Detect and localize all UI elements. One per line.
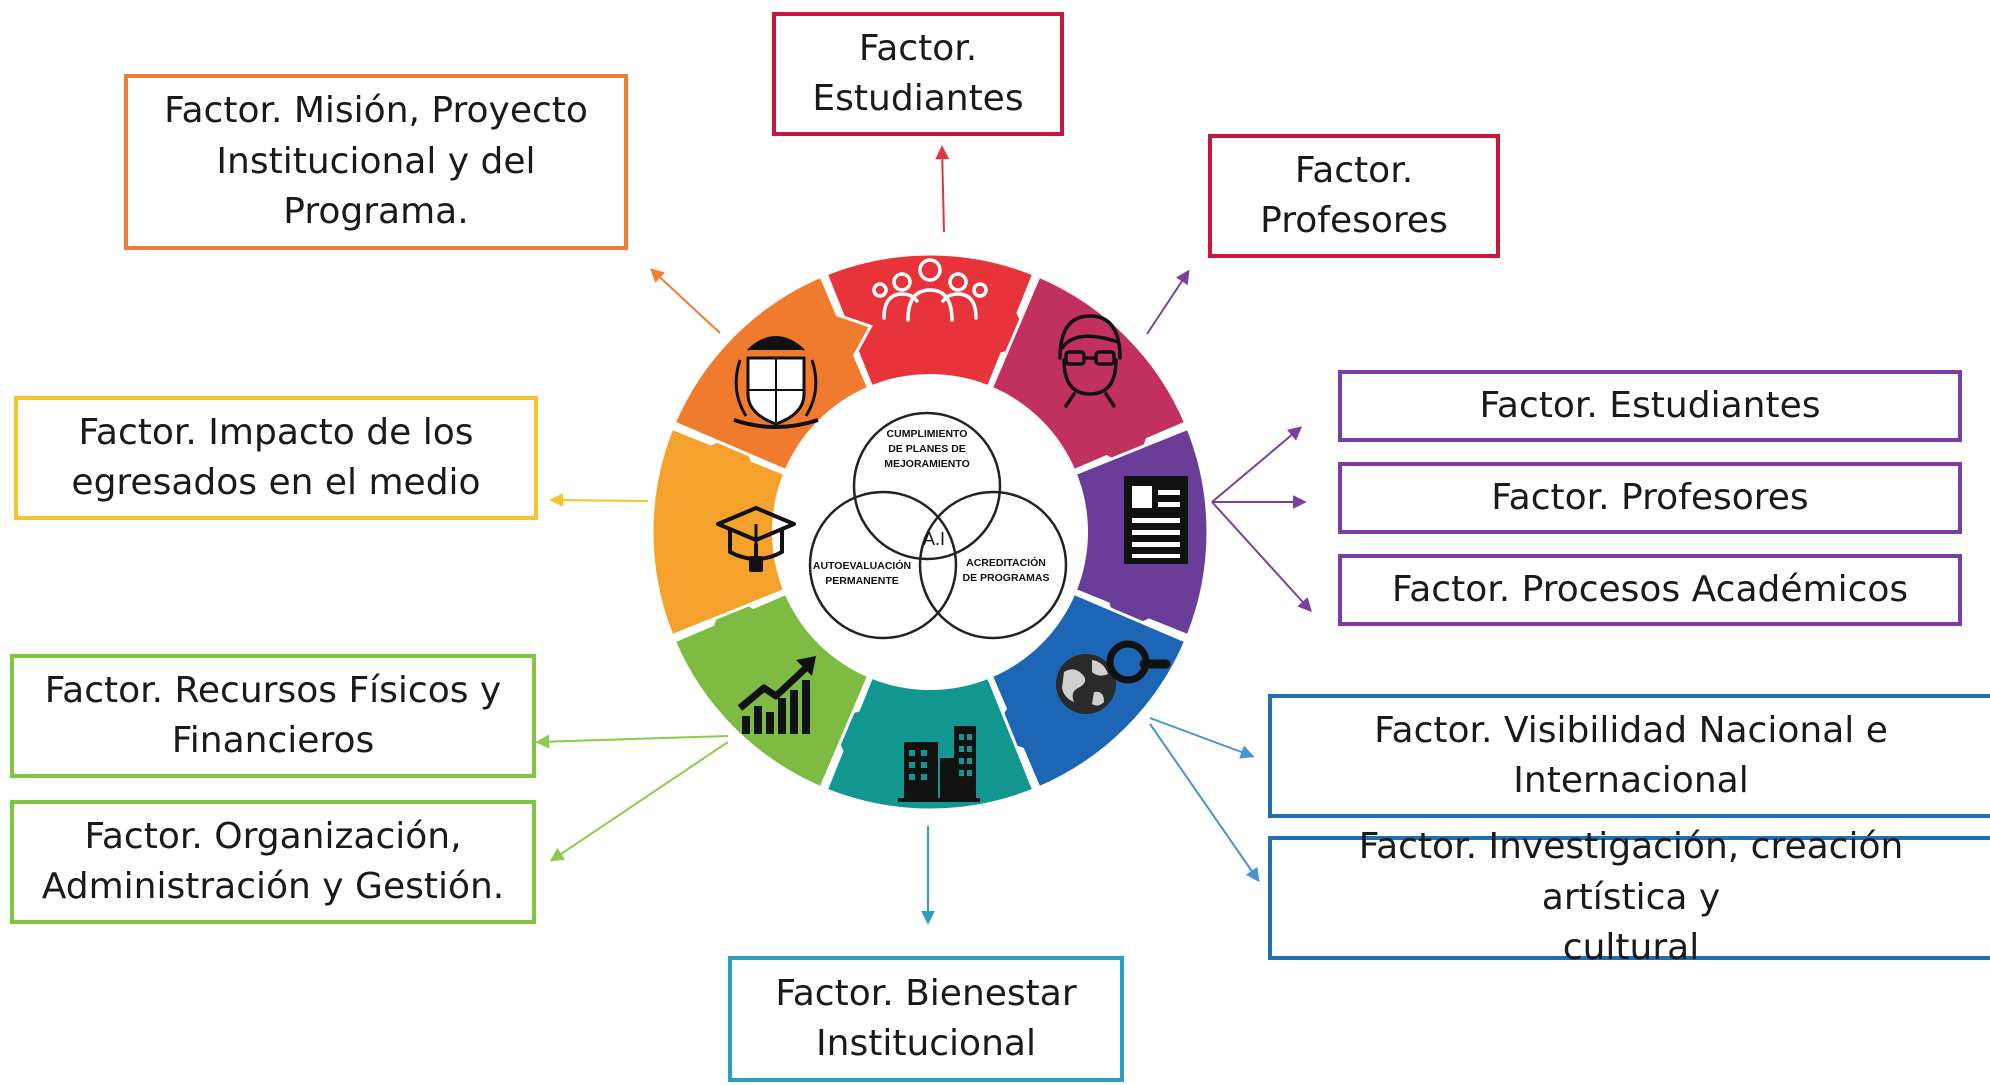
- document-icon: [1124, 476, 1188, 564]
- arrow-procesos: [1211, 501, 1312, 613]
- venn-auto-line2: PERMANENTE: [825, 575, 899, 587]
- arrow-recursos: [535, 734, 729, 749]
- globe-search-icon: [1056, 640, 1171, 714]
- venn-auto-line1: AUTOEVALUACIÓN: [813, 559, 911, 572]
- buildings-icon: [898, 726, 980, 802]
- box-procesos: Factor. Procesos Académicos: [1338, 554, 1962, 626]
- arrow-visibilidad: [1149, 717, 1255, 759]
- box-investigacion: Factor. Investigación, creación artístic…: [1268, 826, 1990, 968]
- venn-circle-planes: [852, 411, 1002, 561]
- box-recursos: Factor. Recursos Físicos y Financieros: [10, 654, 536, 778]
- box-visibilidad: Factor. Visibilidad Nacional e Internaci…: [1268, 694, 1990, 818]
- box-mision: Factor. Misión, Proyecto Institucional y…: [124, 74, 628, 250]
- box-bienestar: Factor. Bienestar Institucional: [728, 956, 1124, 1082]
- arrow-mision: [649, 268, 721, 334]
- arrow-organizacion: [549, 741, 729, 862]
- arrow-estudiantes-right: [1211, 426, 1303, 503]
- box-profesores-top: Factor. Profesores: [1208, 134, 1500, 258]
- box-estudiantes-top: Factor. Estudiantes: [772, 12, 1064, 136]
- people-group-icon: [872, 258, 988, 322]
- box-estudiantes-right: Factor. Estudiantes: [1338, 370, 1962, 442]
- venn-labels: CUMPLIMIENTO DE PLANES DE MEJORAMIENTO A…: [813, 428, 1050, 587]
- box-organizacion: Factor. Organización, Administración y G…: [10, 800, 536, 924]
- coat-of-arms-icon: [733, 336, 819, 429]
- venn-planes-line2: DE PLANES DE: [888, 443, 966, 455]
- connector-arrows: [535, 145, 1312, 925]
- professor-face-icon: [1058, 314, 1122, 408]
- venn-acred-line2: DE PROGRAMAS: [963, 572, 1050, 584]
- arrow-profesores-top: [1146, 269, 1190, 335]
- box-profesores-right: Factor. Profesores: [1338, 462, 1962, 534]
- box-impacto: Factor. Impacto de los egresados en el m…: [14, 396, 538, 520]
- venn-planes-line3: MEJORAMIENTO: [884, 458, 970, 470]
- inner-disc: [772, 374, 1088, 690]
- arrow-estudiantes-top: [935, 145, 950, 233]
- venn-planes-line1: CUMPLIMIENTO: [887, 428, 968, 440]
- venn-diagram: [808, 411, 1068, 640]
- venn-acred-line1: ACREDITACIÓN: [966, 556, 1046, 569]
- arrow-investigacion: [1149, 723, 1260, 883]
- venn-core-label: A.I: [923, 529, 945, 549]
- arrow-impacto: [549, 493, 649, 508]
- venn-circle-autoevaluacion: [808, 490, 958, 640]
- venn-circle-acreditacion: [918, 490, 1068, 640]
- growth-chart-icon: [737, 656, 816, 734]
- graduation-cap-icon: [716, 506, 796, 572]
